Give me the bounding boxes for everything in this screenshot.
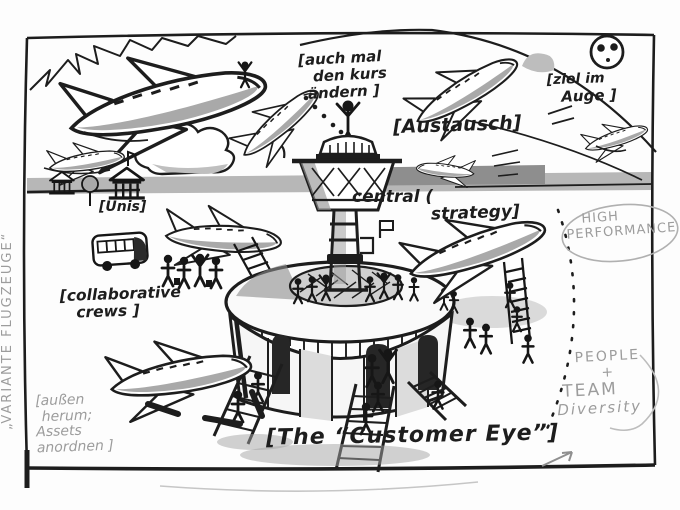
note-line: Auge ] <box>560 85 617 106</box>
note-central: central ( <box>352 187 434 207</box>
margin-note-variante: „VARIANTE FLUGZEUGE“ <box>0 231 15 430</box>
shuttle-bus-sketch <box>91 231 149 272</box>
dashed-trail <box>303 95 344 135</box>
sketch-title: [The “Customer Eye”] <box>265 420 560 451</box>
pencil-marks <box>159 203 679 492</box>
airplane-at-gate-left <box>157 198 286 285</box>
airplane-boarding-right <box>395 197 557 364</box>
airplane-right-horizon-small <box>416 149 521 189</box>
airplane-bottom-left <box>103 333 265 427</box>
note-collaborative-crews: [collaborative crews ] <box>59 283 181 323</box>
airplane-far-right-small <box>547 105 653 165</box>
ground-shadows <box>217 434 430 466</box>
note-unis: [Unis] <box>99 199 147 215</box>
control-tower-sketch <box>292 100 402 292</box>
boarding-stairs-right <box>406 370 468 422</box>
note-line: anordnen ] <box>36 437 114 457</box>
note-line: crews ] <box>75 301 140 322</box>
watching-face-icon <box>589 34 625 70</box>
passenger-group-tarmac <box>160 252 224 290</box>
note-exchange: [Austausch] <box>392 111 522 139</box>
note-course-change: [auch mal den kurs ändern ] <box>298 47 388 103</box>
sky-scribble <box>29 35 237 91</box>
airplane-left-horizon-small <box>43 139 127 187</box>
university-buildings-sketch <box>47 150 147 206</box>
note-people-team-diversity: PEOPLE + TEAM Diversity <box>554 347 643 420</box>
note-assets: [außen herum; Assets anordnen ] <box>35 392 114 457</box>
note-goal-in-eye: [ziel im Auge ] <box>546 70 617 106</box>
hand-drawn-frame <box>22 31 657 488</box>
note-strategy: strategy] <box>430 201 521 225</box>
airplane-top-left <box>56 40 276 178</box>
dashed-orbit <box>542 208 576 438</box>
